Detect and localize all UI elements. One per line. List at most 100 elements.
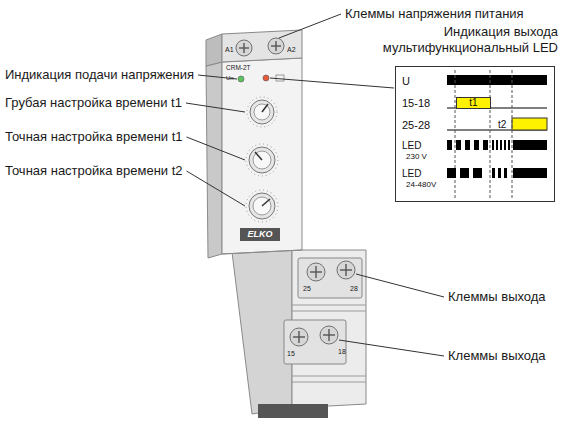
- screw-slot: [345, 264, 346, 276]
- led-pulse: [473, 168, 482, 178]
- led-on: [513, 140, 547, 150]
- leader-line: [187, 171, 245, 206]
- terminal-number: 15: [287, 350, 295, 358]
- callout-label: Индикация подачи напряжения: [5, 67, 194, 83]
- led-pulse: [508, 140, 510, 150]
- led-pulse: [492, 140, 494, 150]
- supply-bar: [447, 75, 547, 85]
- voltage-label: 230 V: [406, 152, 427, 161]
- terminal-screw: [236, 40, 252, 56]
- dial-pointer: [262, 199, 270, 206]
- time-marker: [490, 70, 491, 198]
- dial-scale: [246, 144, 278, 176]
- row-label: LED: [402, 168, 421, 180]
- terminal-number: A2: [287, 46, 296, 54]
- time-marker: [512, 70, 513, 198]
- led-pulse: [498, 168, 501, 178]
- terminal-screw: [268, 38, 284, 54]
- time-bar: t1: [456, 97, 491, 109]
- leader-line: [186, 103, 245, 112]
- housing-rib: [292, 305, 366, 306]
- led-pulse: [474, 140, 479, 150]
- led-pulse: [504, 140, 506, 150]
- dial-pointer: [262, 104, 268, 112]
- row-label: U: [402, 75, 410, 88]
- output-led: [263, 75, 269, 81]
- led-pulse: [504, 168, 507, 178]
- terminal-screw: [307, 263, 325, 281]
- time-label: t2: [498, 119, 506, 131]
- time-marker: [455, 70, 456, 198]
- led-on: [513, 168, 547, 178]
- row-label: 15-18: [402, 97, 430, 110]
- dial-scale: [247, 97, 277, 127]
- led-pulse: [500, 140, 502, 150]
- dial-cap: [253, 197, 271, 215]
- dial-knob: [249, 193, 275, 219]
- terminal-block: [298, 258, 362, 298]
- dial-knob: [249, 147, 275, 173]
- terminal-block-side: [206, 34, 222, 66]
- relay-on-bar: [512, 118, 547, 130]
- brand-label: ELKO: [247, 229, 272, 240]
- time-dial: [246, 190, 278, 222]
- housing-rib: [292, 382, 366, 383]
- supply-led: [238, 76, 244, 82]
- callout-label: Точная настройка времени t1: [5, 129, 183, 145]
- leader-line: [187, 137, 245, 160]
- leader-line: [279, 14, 341, 38]
- row-label: LED: [402, 140, 421, 152]
- terminal-number: 25: [303, 285, 311, 293]
- terminal-number: 18: [338, 348, 346, 356]
- housing-rib: [292, 376, 366, 377]
- dial-knob: [250, 100, 274, 124]
- time-dial: [246, 144, 278, 176]
- screw-slot: [275, 41, 276, 51]
- terminal-number: A1: [225, 46, 234, 54]
- lower-housing-side: [232, 250, 292, 414]
- indicator-label: Un: [226, 75, 234, 82]
- timing-diagram-box: U15-1825-28t2LED230 VLED24-480Vt1: [395, 66, 555, 202]
- led-pulse: [465, 140, 470, 150]
- model-label: CRM-2T: [226, 64, 251, 72]
- output-icon: [276, 75, 284, 81]
- callout-label: Грубая настройка времени t1: [5, 95, 182, 111]
- dial-cap: [254, 104, 270, 120]
- led-pulse: [483, 140, 488, 150]
- screw-slot: [328, 329, 329, 341]
- led-pulse: [460, 168, 469, 178]
- callout-label: Точная настройка времени t2: [5, 163, 183, 179]
- housing-rib: [292, 311, 366, 312]
- leader-line: [270, 78, 394, 88]
- housing-side: [206, 62, 222, 258]
- led-pulse: [496, 140, 498, 150]
- time-label: t1: [469, 98, 477, 108]
- terminal-number: 28: [350, 285, 358, 293]
- terminal-screw: [290, 328, 308, 346]
- screw-slot: [243, 43, 244, 53]
- dial-pointer: [255, 152, 262, 160]
- callout-label: Клеммы выхода: [448, 348, 546, 364]
- din-clip: [258, 404, 328, 418]
- dial-scale: [246, 190, 278, 222]
- timing-ground: [395, 66, 555, 202]
- leader-line: [356, 274, 444, 297]
- row-label: 25-28: [402, 119, 430, 132]
- callout-label: Клеммы напряжения питания: [345, 6, 524, 22]
- leader-line: [339, 340, 444, 356]
- led-pulse: [456, 140, 461, 150]
- led-pulse: [447, 168, 456, 178]
- voltage-label: 24-480V: [406, 180, 436, 189]
- housing-rib: [222, 250, 302, 254]
- terminal-block: [222, 30, 302, 62]
- led-pulse: [492, 168, 495, 178]
- timing-diagram: [395, 66, 555, 202]
- time-dial: [247, 97, 277, 127]
- brand-plate: [240, 228, 280, 241]
- callout-label: Клеммы выхода: [448, 289, 546, 305]
- callout-label: Индикация выхода мультифункциональный LE…: [368, 24, 558, 55]
- screw-slot: [315, 266, 316, 278]
- dial-cap: [253, 151, 271, 169]
- terminal-screw: [320, 326, 338, 344]
